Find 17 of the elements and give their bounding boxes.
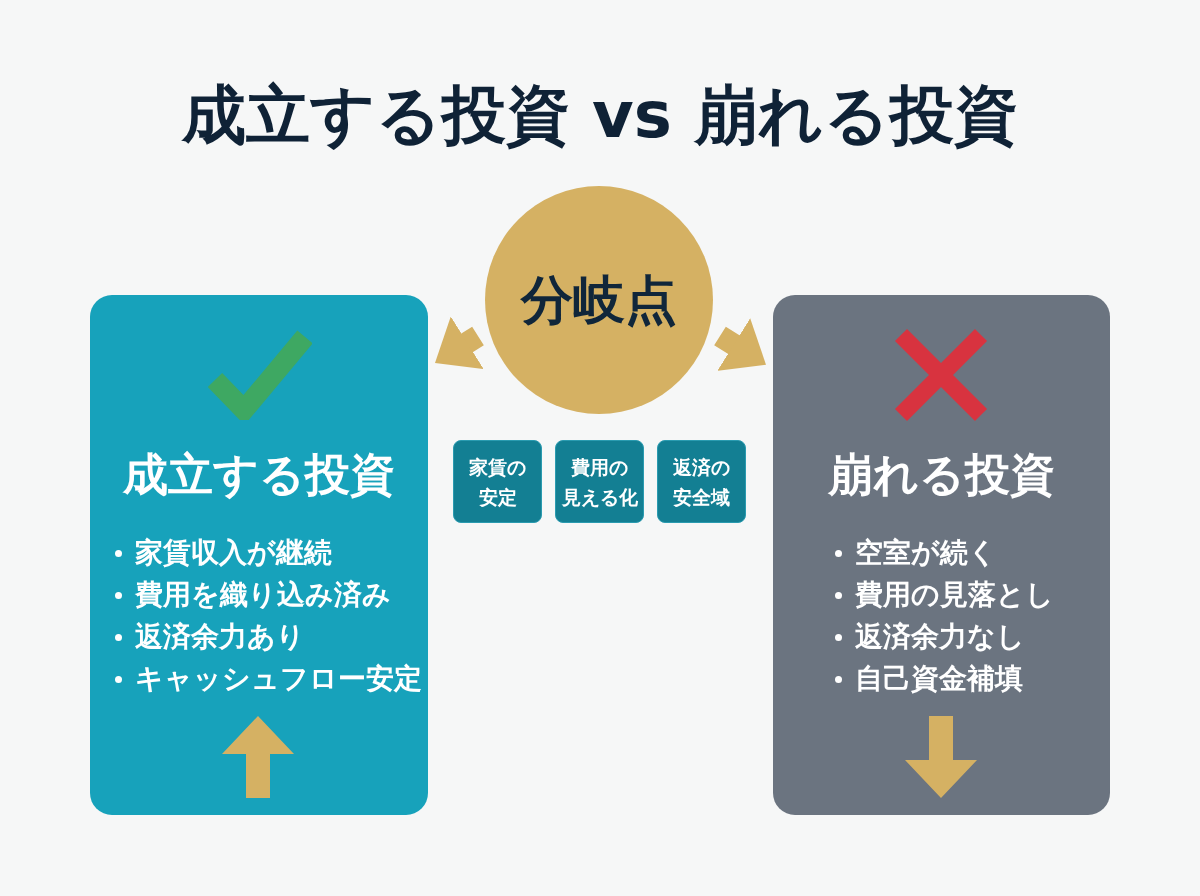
bullet-text: 費用を織り込み済み — [135, 577, 391, 613]
rounded-panel — [90, 295, 428, 815]
rounded-panel — [773, 295, 1110, 815]
factor-box: 費用の見える化 — [555, 440, 644, 523]
bullet-text: 家賃収入が継続 — [135, 535, 332, 571]
bullet-text: 返済余力なし — [855, 619, 1025, 655]
circle-label: 分岐点 — [521, 269, 677, 332]
panel-heading: 成立する投資 — [123, 447, 395, 503]
factor-box: 家賃の安定 — [453, 440, 542, 523]
title: 成立する投資 vs 崩れる投資 — [181, 77, 1019, 154]
bullet-text: 自己資金補填 — [855, 661, 1023, 697]
factor-box: 返済の安全域 — [657, 440, 746, 523]
bullet-text: キャッシュフロー安定 — [135, 661, 422, 697]
bullet-text: 返済余力あり — [135, 619, 305, 655]
bullet-text: 費用の見落とし — [855, 577, 1054, 613]
bullet-text: 空室が続く — [855, 535, 997, 571]
panel-heading: 崩れる投資 — [828, 447, 1055, 503]
